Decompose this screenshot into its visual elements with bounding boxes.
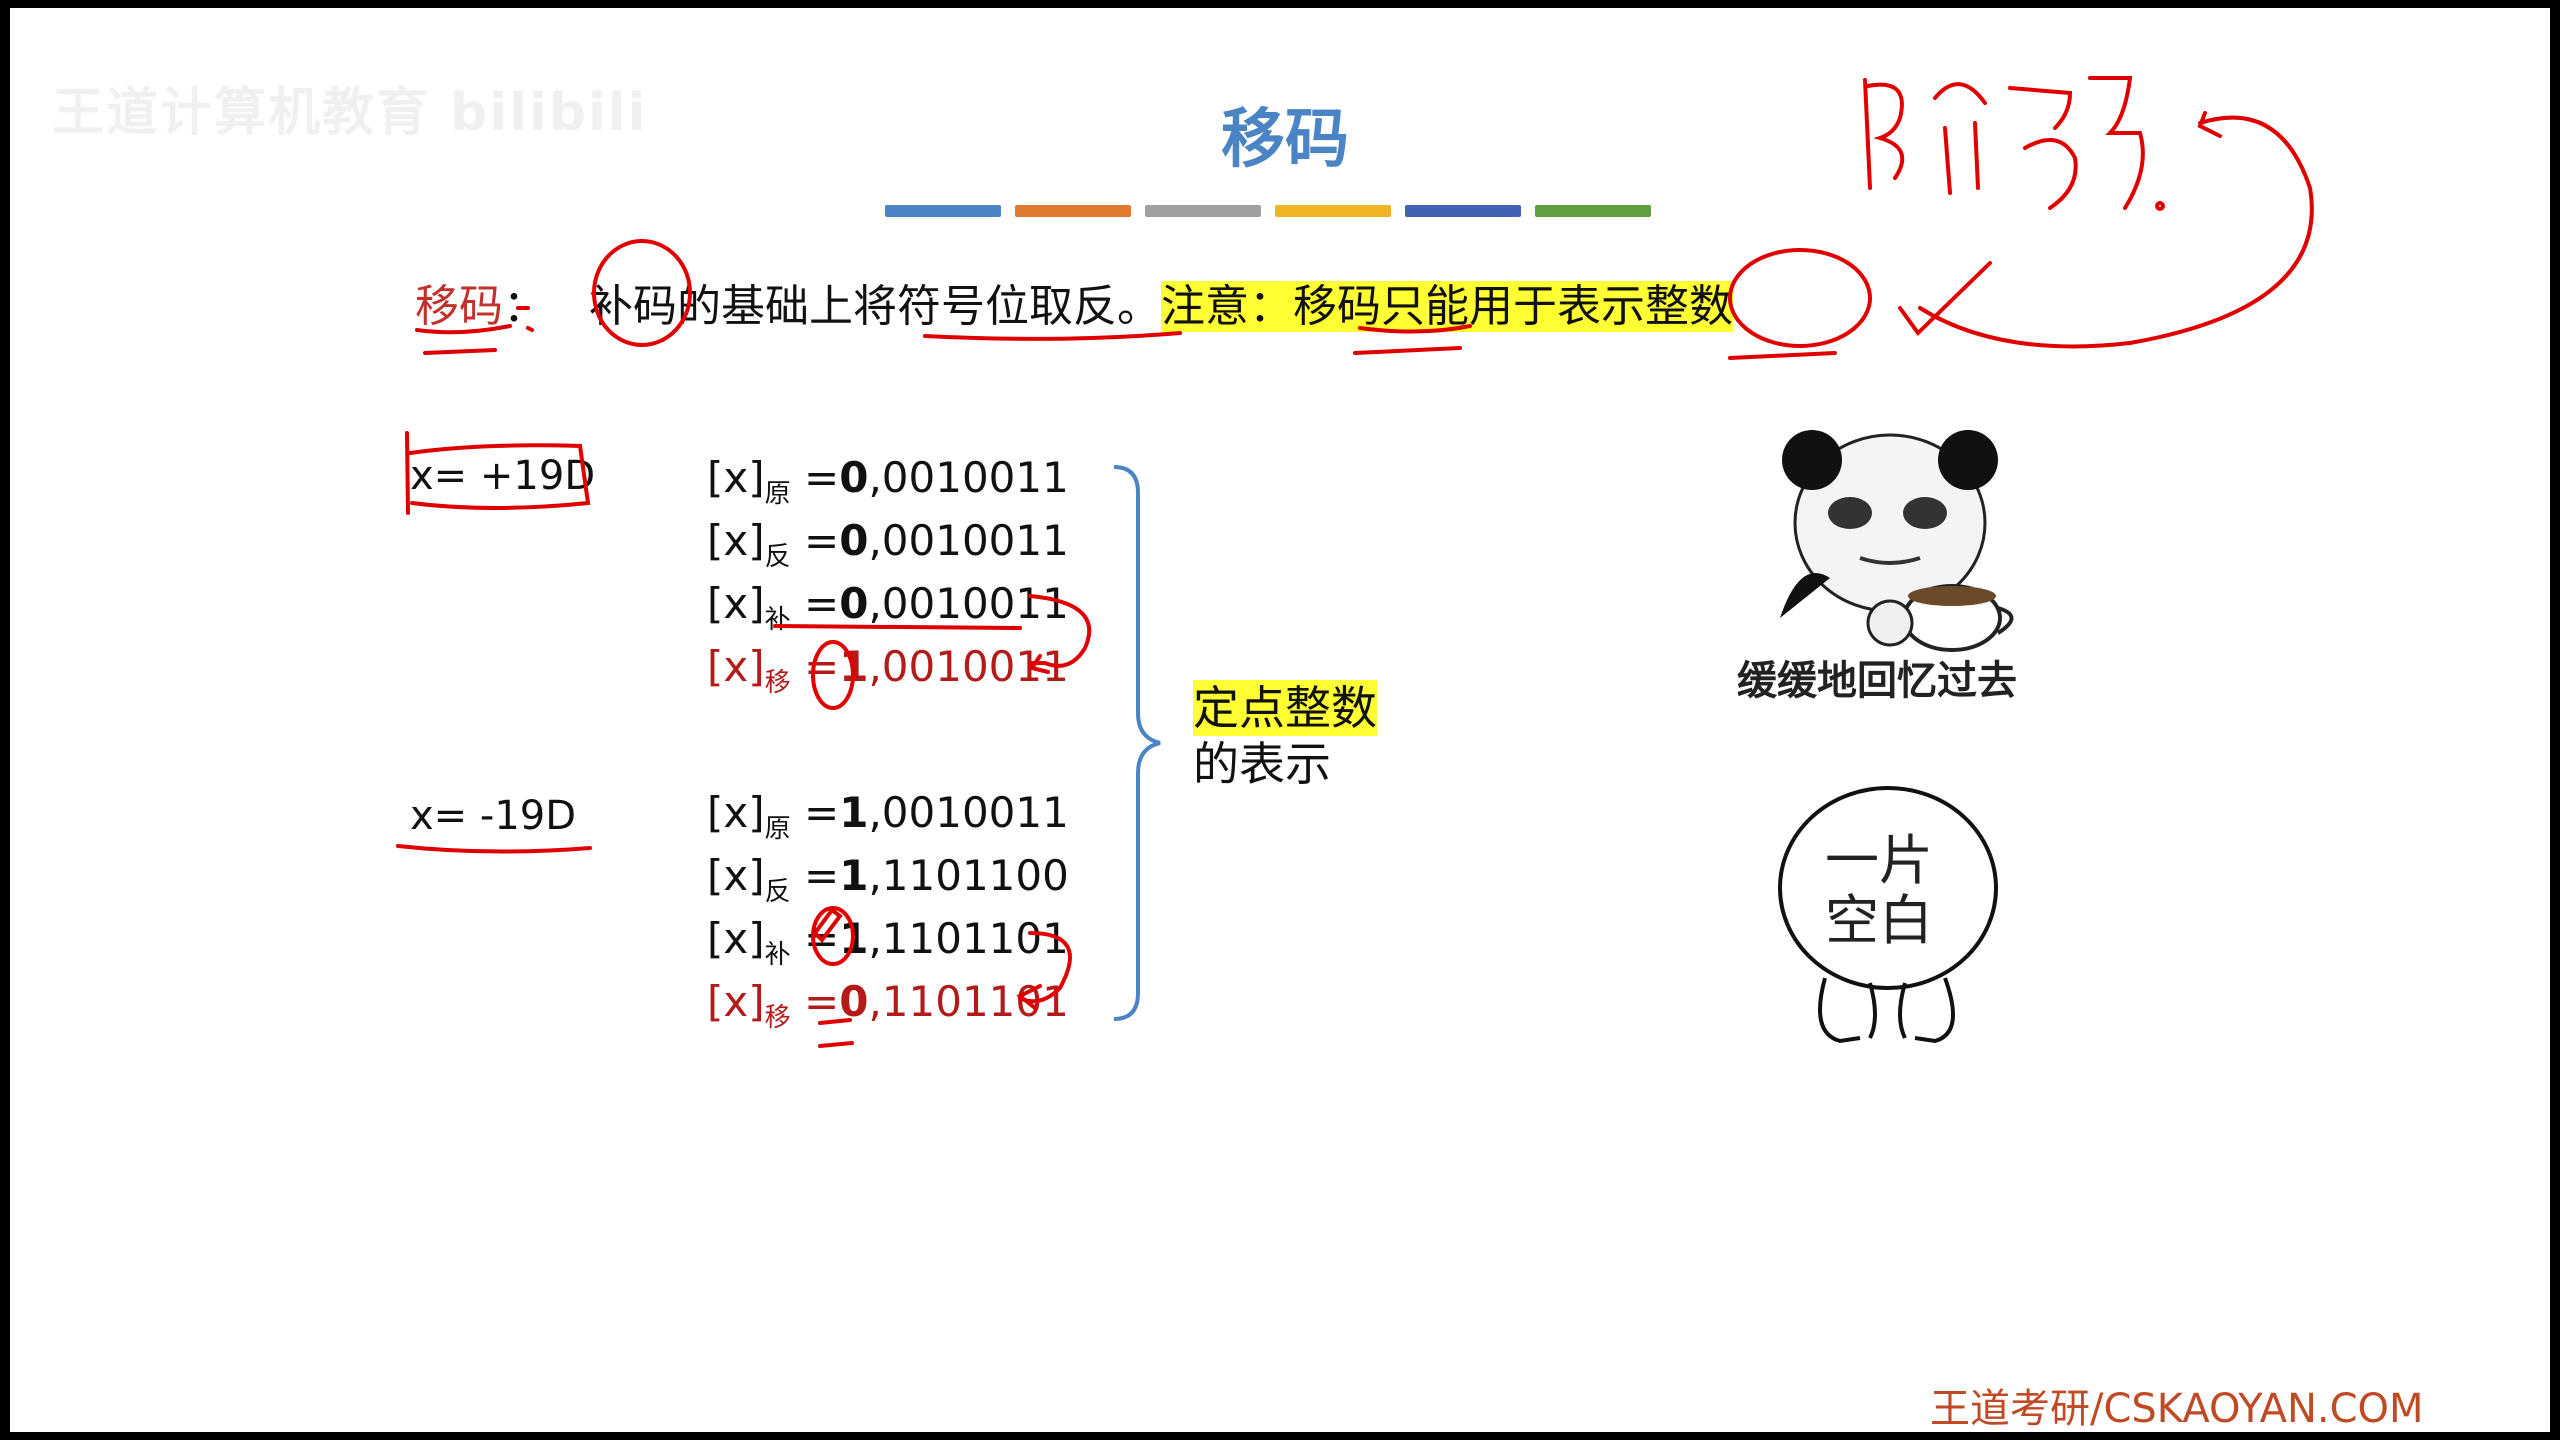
code-prefix: [x]	[707, 914, 765, 963]
code-sub: 移	[764, 1003, 791, 1033]
panda-meme-image	[1780, 430, 2014, 652]
code-row-twos: [x]补 =0,0010011	[707, 579, 1069, 642]
code-rest: ,0010011	[868, 453, 1069, 502]
code-rest: ,0010011	[868, 579, 1069, 628]
code-rest: ,1101101	[868, 914, 1069, 963]
code-row-ones: [x]反 =0,0010011	[707, 516, 1069, 579]
code-prefix: [x]	[707, 851, 765, 900]
curly-brace-icon	[1113, 465, 1161, 1021]
color-bar-orange	[1015, 205, 1131, 217]
color-bar-green	[1535, 205, 1651, 217]
definition-note: 注意：移码只能用于表示整数	[1160, 281, 1733, 332]
code-eq: =	[790, 453, 840, 502]
code-eq: =	[790, 977, 840, 1026]
code-sub: 原	[764, 479, 791, 509]
definition-label: 移码	[415, 281, 503, 332]
code-sign: 0	[839, 453, 869, 502]
blank-mind-meme-image	[1778, 786, 1998, 1044]
blank-text-line1: 一片	[1825, 829, 1933, 892]
definition-line: 移码： 补码的基础上将符号位取反。注意：移码只能用于表示整数	[415, 270, 1733, 334]
code-sign: 0	[839, 579, 869, 628]
code-rest: ,1101100	[868, 851, 1069, 900]
code-sub: 补	[764, 940, 791, 970]
fixed-point-label: 定点整数 的表示	[1193, 680, 1377, 792]
slide-title: 移码	[1221, 103, 1349, 177]
code-sub: 移	[764, 668, 791, 698]
panda-caption: 缓缓地回忆过去	[1737, 658, 2017, 704]
code-prefix: [x]	[707, 977, 765, 1026]
code-row-orig: [x]原 =0,0010011	[707, 453, 1069, 516]
code-eq: =	[790, 516, 840, 565]
code-rest: ,0010011	[868, 788, 1069, 837]
code-prefix: [x]	[707, 453, 765, 502]
code-prefix: [x]	[707, 516, 765, 565]
code-eq: =	[790, 788, 840, 837]
code-eq: =	[790, 579, 840, 628]
x-negative: x= -19D	[410, 793, 577, 839]
code-row-twos: [x]补 =1,1101101	[707, 914, 1069, 977]
color-bar-darkblue	[1405, 205, 1521, 217]
code-row-orig: [x]原 =1,0010011	[707, 788, 1069, 851]
footer-brand: 王道考研/CSKAOYAN.COM	[1930, 1386, 2424, 1432]
handwritten-annotations	[396, 76, 2314, 1048]
code-prefix: [x]	[707, 788, 765, 837]
watermark: 王道计算机教育 bilibili	[52, 83, 648, 143]
color-bar-gray	[1145, 205, 1261, 217]
code-sub: 补	[764, 605, 791, 635]
code-row-biased: [x]移 =1,0010011	[707, 642, 1069, 705]
slide: 王道计算机教育 bilibili 移码 移码： 补码的基础上将符号位取反。注意：…	[10, 8, 2550, 1432]
x-positive: x= +19D	[410, 453, 596, 499]
code-prefix: [x]	[707, 642, 765, 691]
code-rest: ,0010011	[868, 516, 1069, 565]
color-bar-yellow	[1275, 205, 1391, 217]
code-row-ones: [x]反 =1,1101100	[707, 851, 1069, 914]
code-rest: ,0010011	[868, 642, 1069, 691]
fixed-point-line2: 的表示	[1193, 737, 1331, 791]
blank-text-line2: 空白	[1825, 889, 1933, 952]
code-sign: 0	[839, 516, 869, 565]
color-bars	[885, 205, 1651, 217]
code-prefix: [x]	[707, 579, 765, 628]
code-sign: 1	[839, 851, 869, 900]
code-eq: =	[790, 851, 840, 900]
code-sign: 0	[839, 977, 869, 1026]
code-sub: 反	[764, 542, 791, 572]
code-sub: 反	[764, 877, 791, 907]
code-sub: 原	[764, 814, 791, 844]
definition-text: 补码的基础上将符号位取反。	[588, 281, 1161, 332]
codes-negative: [x]原 =1,0010011 [x]反 =1,1101100 [x]补 =1,…	[707, 788, 1069, 1040]
codes-positive: [x]原 =0,0010011 [x]反 =0,0010011 [x]补 =0,…	[707, 453, 1069, 705]
color-bar-blue	[885, 205, 1001, 217]
fixed-point-line1: 定点整数	[1193, 680, 1377, 736]
code-sign: 1	[839, 788, 869, 837]
